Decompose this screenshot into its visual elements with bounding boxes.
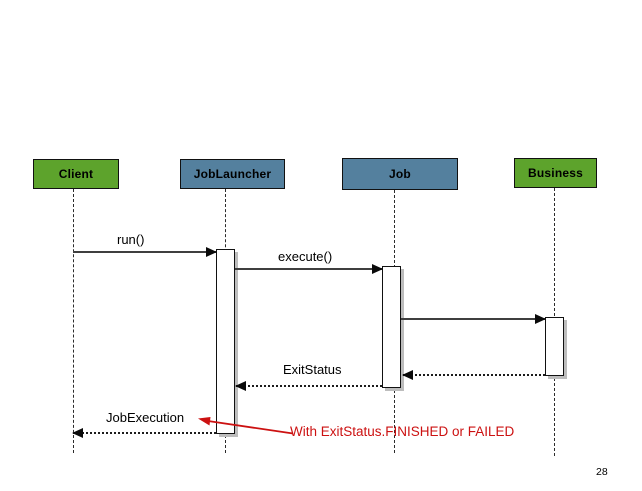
message-arrow-execute	[235, 264, 383, 274]
message-label-execute: execute()	[278, 249, 333, 264]
arrowhead-left-icon	[235, 381, 246, 391]
arrowhead-left-icon	[402, 370, 413, 380]
message-label-run: run()	[117, 232, 145, 247]
message-arrow-jobexecution	[72, 428, 216, 438]
actor-job-label: Job	[389, 167, 411, 181]
message-arrow-exitstatus	[235, 381, 382, 391]
page-number: 28	[596, 466, 608, 478]
arrowhead-left-icon	[72, 428, 83, 438]
actor-joblauncher: JobLauncher	[180, 159, 285, 189]
message-label-jobexecution: JobExecution	[106, 410, 185, 425]
message-arrow-business-return	[402, 370, 545, 380]
activation-bar-business	[545, 317, 564, 376]
lifeline-client	[73, 189, 74, 453]
annotation-arrowhead-icon	[198, 417, 211, 426]
actor-business-label: Business	[528, 166, 583, 180]
annotation-text: With ExitStatus.FINISHED or FAILED	[290, 424, 515, 439]
actor-client-label: Client	[58, 167, 94, 181]
arrowhead-right-icon	[206, 247, 217, 257]
actor-client: Client	[33, 159, 119, 189]
actor-joblauncher-label: JobLauncher	[193, 167, 272, 181]
message-label-exitstatus: ExitStatus	[283, 362, 342, 377]
actor-business: Business	[514, 158, 597, 188]
activation-bar-joblauncher	[216, 249, 235, 434]
arrowhead-right-icon	[372, 264, 383, 274]
message-arrow-run	[73, 247, 217, 257]
activation-bar-job	[382, 266, 401, 388]
arrowhead-right-icon	[535, 314, 546, 324]
message-arrow-job-to-business	[401, 314, 546, 324]
actor-job: Job	[342, 158, 458, 190]
